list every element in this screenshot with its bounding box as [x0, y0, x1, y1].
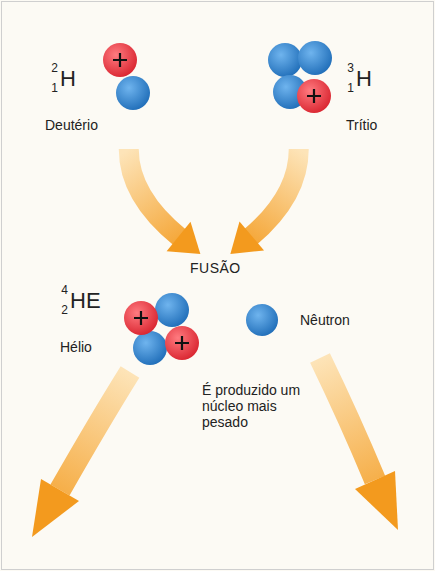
deuterium-nucleus [103, 43, 150, 110]
fusion-arrow [230, 149, 298, 254]
atomic-number: 1 [347, 82, 354, 94]
element-symbol: H [356, 68, 372, 90]
process-label: FUSÃO [186, 258, 245, 278]
atomic-number: 1 [51, 82, 58, 94]
atomic-number: 2 [61, 304, 68, 316]
isotope-node: 4 2HE Hélio [30, 282, 200, 364]
isotope-node: FUSÃO [186, 258, 245, 278]
element-symbol: H [60, 68, 76, 90]
output-arrow [32, 372, 130, 537]
helium-nucleus [124, 293, 199, 365]
particle-name: Nêutron [300, 313, 350, 327]
isotope-node: Nêutron [242, 300, 382, 340]
mass-number: 3 [347, 62, 354, 74]
output-arrow [320, 358, 398, 530]
isotope-node: 3 1H Trítio [265, 30, 400, 145]
neutron [246, 304, 278, 336]
caption-note: É produzido um núcleo mais pesado [202, 382, 310, 430]
isotope-name: Hélio [60, 340, 92, 354]
tritium-nucleus [268, 41, 332, 113]
isotope-name: Trítio [346, 118, 377, 132]
mass-number: 4 [61, 284, 68, 296]
isotope-node: 2 1H Deutério [35, 35, 160, 145]
element-symbol: HE [70, 290, 101, 312]
isotope-name: Deutério [45, 118, 98, 132]
mass-number: 2 [51, 62, 58, 74]
fusion-arrow [129, 149, 201, 254]
